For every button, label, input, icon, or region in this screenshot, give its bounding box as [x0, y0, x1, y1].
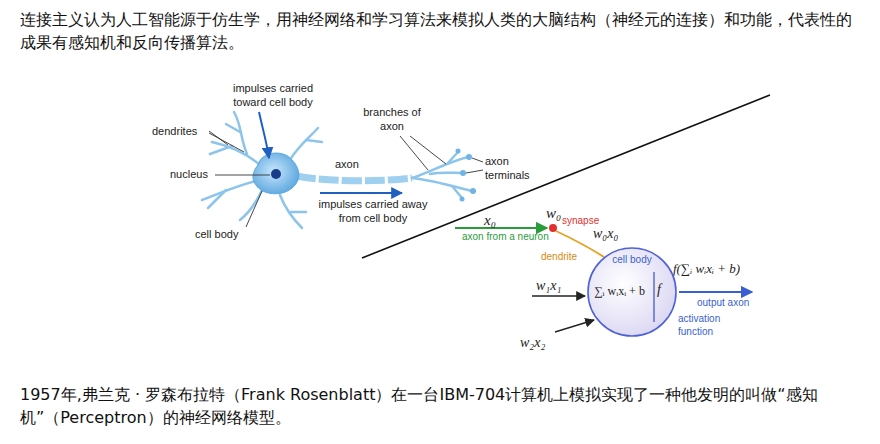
dendrite-branch — [290, 128, 318, 160]
cell-body-circle: cell body ∑ᵢ wᵢxᵢ + b f — [587, 247, 677, 337]
axon-branch — [412, 178, 472, 191]
weight-symbol: w₀ — [546, 204, 561, 223]
activation-divider — [653, 272, 654, 322]
terminal-bulb — [460, 170, 466, 176]
leader-line — [472, 158, 483, 162]
input-symbol: x₀ — [484, 211, 496, 230]
axon-branches — [412, 152, 472, 198]
dendrite-branch — [202, 181, 256, 200]
intro-paragraph: 连接主义认为人工智能源于仿生学，用神经网络和学习算法来模拟人类的大脑结构（神经元… — [20, 8, 865, 54]
axon-branch — [430, 173, 462, 174]
terminal-bulb — [460, 197, 465, 202]
cell-body-shape — [253, 153, 299, 194]
terminal-bulb — [470, 188, 476, 194]
weighted-input: w₂x₂ — [520, 334, 545, 352]
part-label: dendrites — [152, 125, 197, 139]
sum-formula: ∑ᵢ wᵢxᵢ + b — [594, 284, 645, 298]
dendrite-branch — [291, 211, 306, 214]
axon-terminals — [456, 149, 477, 202]
dendrite-label: dendrite — [541, 251, 577, 264]
part-label: axon — [335, 158, 359, 172]
axon-label: axon from a neuron — [462, 231, 549, 244]
axon-branch — [452, 186, 462, 198]
divider-line — [362, 95, 770, 258]
dendrite-branch — [306, 140, 322, 142]
leader-line — [466, 170, 483, 173]
weighted-input: w₀x₀ — [593, 225, 618, 243]
history-paragraph: 1957年,弗兰克 · 罗森布拉特（Frank Rosenblatt）在一台IB… — [20, 383, 865, 429]
weighted-input: w₁x₁ — [536, 277, 561, 295]
part-label: branches of axon — [352, 106, 432, 134]
activation-symbol: f — [657, 282, 661, 299]
input-axon-wire — [455, 227, 547, 229]
dendrite-branch — [212, 142, 260, 165]
part-label: axon terminals — [485, 155, 541, 183]
output-formula: f(∑ᵢ wᵢxᵢ + b) — [673, 261, 740, 277]
part-label: cell body — [195, 228, 238, 242]
leader-lines — [209, 131, 483, 227]
axon-shaft — [296, 176, 412, 181]
output-label: output axon — [697, 297, 749, 310]
leader-line — [215, 175, 270, 176]
leader-line — [400, 136, 428, 170]
impulse-arrow — [320, 192, 402, 194]
leader-line — [209, 133, 244, 152]
input-wire — [532, 295, 585, 296]
dendrite-branches — [202, 112, 322, 228]
impulse-label: impulses carried toward cell body — [218, 82, 328, 110]
leader-line — [410, 136, 446, 164]
dendrite-branch — [226, 124, 240, 132]
dendrite-branch — [210, 146, 232, 154]
part-label: nucleus — [170, 168, 208, 182]
impulse-label: impulses carried away from cell body — [318, 198, 428, 226]
soma-circle — [588, 248, 676, 336]
leader-line — [246, 191, 262, 227]
cell-body-label: cell body — [612, 254, 651, 266]
axon-branch — [448, 152, 458, 163]
impulse-arrow — [259, 112, 269, 158]
nucleus-dot — [271, 169, 281, 179]
synapse-label: synapse — [562, 215, 599, 228]
terminal-bulb — [466, 154, 472, 160]
dendrite-branch — [208, 190, 226, 208]
output-axon-wire — [679, 291, 752, 293]
terminal-bulb — [456, 149, 461, 154]
activation-label: activation function — [678, 313, 738, 338]
synapse-dot — [549, 224, 557, 232]
input-wire — [555, 320, 594, 332]
